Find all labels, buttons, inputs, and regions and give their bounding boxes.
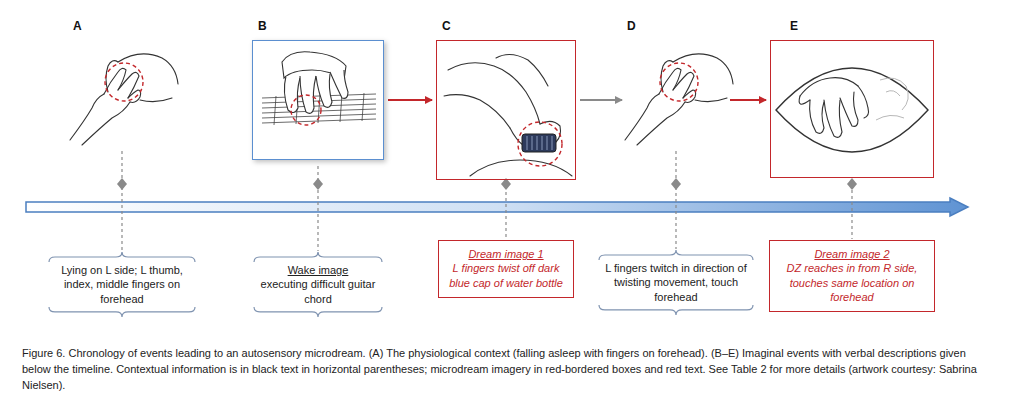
description-box: Dream image 1L fingers twist off dark bl… bbox=[438, 240, 574, 298]
hand-sketch bbox=[625, 54, 733, 145]
box-text: executing difficult guitar chord bbox=[260, 277, 376, 306]
connector bbox=[121, 151, 122, 251]
panel-frame bbox=[626, 45, 726, 145]
panel-letter: B bbox=[252, 18, 384, 34]
focus-circle bbox=[660, 63, 698, 101]
timeline-diamond bbox=[117, 178, 127, 190]
connector bbox=[580, 99, 622, 101]
connector bbox=[505, 186, 506, 239]
timeline-arrow bbox=[26, 198, 968, 216]
illustration-panel: C bbox=[436, 18, 576, 180]
cap-ridges bbox=[527, 136, 552, 150]
illustration-panel: A bbox=[62, 18, 182, 145]
hand-sketch bbox=[70, 54, 178, 145]
illustration-panel: D bbox=[626, 18, 726, 145]
panel-frame bbox=[436, 40, 576, 180]
panel-letter: C bbox=[436, 18, 576, 34]
description-box: L fingers twitch in direction of twistin… bbox=[597, 250, 755, 315]
box-text: DZ reaches in from R side, touches same … bbox=[776, 261, 928, 304]
box-text: L fingers twist off dark blue cap of wat… bbox=[445, 261, 567, 290]
timeline-diamond bbox=[313, 178, 323, 190]
panel-letter: D bbox=[626, 18, 726, 34]
connector bbox=[675, 151, 676, 249]
focus-circle bbox=[291, 95, 321, 125]
panel-frame bbox=[770, 40, 934, 178]
fretboard bbox=[262, 93, 376, 125]
description-box: Dream image 2DZ reaches in from R side, … bbox=[769, 240, 935, 312]
connector bbox=[851, 184, 852, 239]
figure-caption: Figure 6. Chronology of events leading t… bbox=[22, 346, 994, 394]
timeline-diamond bbox=[847, 178, 857, 190]
box-heading: Dream image 2 bbox=[776, 247, 928, 261]
focus-circle bbox=[105, 63, 143, 101]
box-heading: Dream image 1 bbox=[445, 247, 567, 261]
illustration-panel: B bbox=[252, 18, 384, 160]
bottle-cap bbox=[522, 134, 556, 152]
focus-circle bbox=[518, 122, 562, 166]
faint-figure bbox=[876, 78, 908, 120]
box-heading: Wake image bbox=[260, 263, 376, 277]
hand-sketch bbox=[799, 78, 868, 138]
panel-frame bbox=[62, 45, 182, 145]
box-text: Lying on L side; L thumb, index, middle … bbox=[55, 263, 189, 306]
panel-letter: E bbox=[770, 18, 934, 34]
connector bbox=[730, 99, 766, 101]
illustration-panel: E bbox=[770, 18, 934, 178]
description-box: Lying on L side; L thumb, index, middle … bbox=[47, 252, 197, 317]
connector bbox=[388, 99, 432, 101]
panel-letter: A bbox=[62, 18, 182, 34]
panel-frame bbox=[252, 40, 384, 160]
eye-outline bbox=[776, 68, 928, 152]
timeline-diamond bbox=[671, 178, 681, 190]
description-box: Wake imageexecuting difficult guitar cho… bbox=[252, 252, 384, 317]
box-text: L fingers twitch in direction of twistin… bbox=[605, 261, 747, 304]
hand-sketch bbox=[444, 54, 572, 176]
